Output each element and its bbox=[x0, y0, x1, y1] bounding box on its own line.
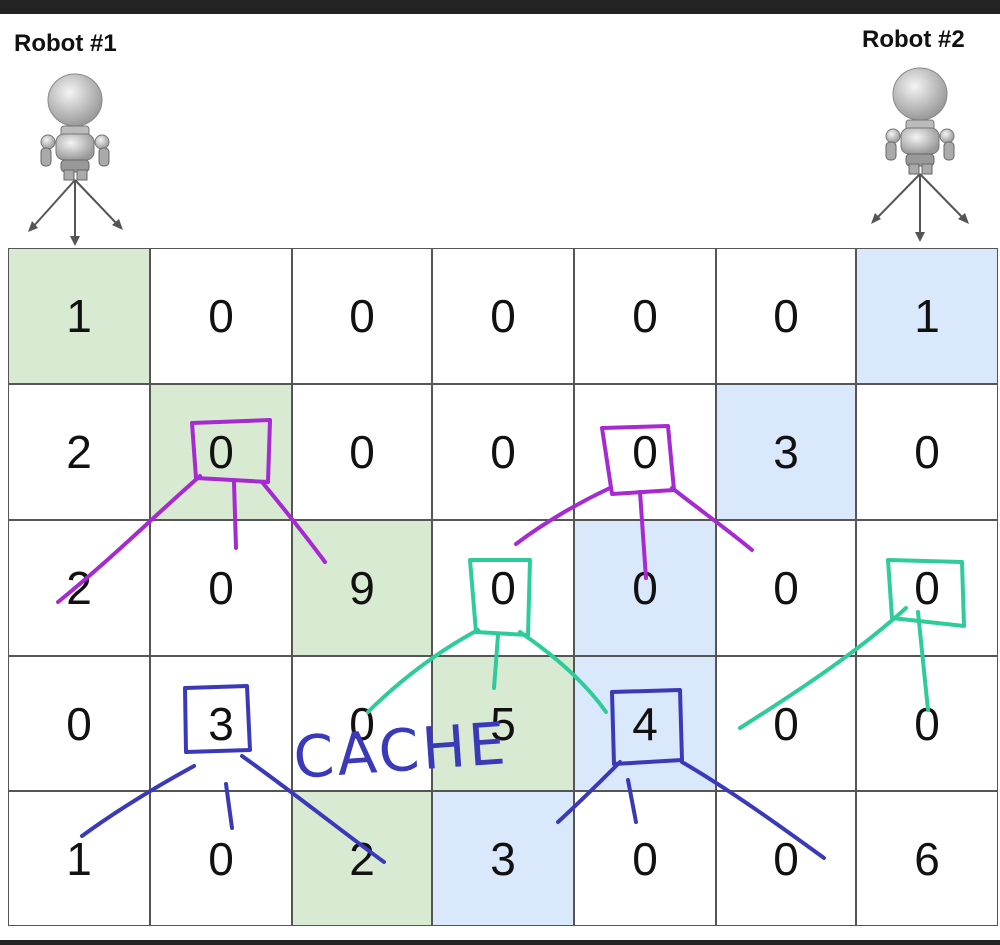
grid-cell: 0 bbox=[856, 520, 998, 656]
grid-cell: 1 bbox=[8, 791, 150, 926]
top-bar bbox=[0, 0, 1000, 14]
grid-cell: 0 bbox=[432, 248, 574, 384]
grid-cell: 0 bbox=[716, 791, 856, 926]
grid-cell: 9 bbox=[292, 520, 432, 656]
grid-cell: 6 bbox=[856, 791, 998, 926]
grid-cell: 0 bbox=[574, 248, 716, 384]
robot-2-icon bbox=[871, 67, 969, 242]
grid-cell: 0 bbox=[716, 656, 856, 791]
grid-cell: 0 bbox=[716, 520, 856, 656]
grid-cell: 3 bbox=[150, 656, 292, 791]
grid-cell: 0 bbox=[856, 384, 998, 520]
grid-cell: 0 bbox=[432, 384, 574, 520]
grid-cell: 4 bbox=[574, 656, 716, 791]
grid-cell: 0 bbox=[432, 520, 574, 656]
robot-2-label: Robot #2 bbox=[862, 26, 965, 53]
grid-cell: 1 bbox=[856, 248, 998, 384]
grid-cell: 0 bbox=[8, 656, 150, 791]
grid-cell: 0 bbox=[574, 791, 716, 926]
bottom-bar bbox=[0, 940, 1000, 945]
grid-cell: 0 bbox=[292, 384, 432, 520]
grid-cell: 2 bbox=[292, 791, 432, 926]
grid-cell: 0 bbox=[150, 791, 292, 926]
grid-cell: 3 bbox=[716, 384, 856, 520]
grid-cell: 0 bbox=[574, 520, 716, 656]
grid-cell: 0 bbox=[574, 384, 716, 520]
grid-cell: 0 bbox=[150, 520, 292, 656]
grid-cell: 0 bbox=[150, 248, 292, 384]
robot-1-label: Robot #1 bbox=[14, 30, 117, 57]
grid-cell: 0 bbox=[150, 384, 292, 520]
grid-cell: 1 bbox=[8, 248, 150, 384]
robot-1-icon bbox=[28, 73, 123, 246]
grid-cell: 0 bbox=[292, 248, 432, 384]
grid-cell: 0 bbox=[856, 656, 998, 791]
grid-cell: 2 bbox=[8, 520, 150, 656]
grid-cell: 3 bbox=[432, 791, 574, 926]
grid-cell: 2 bbox=[8, 384, 150, 520]
grid-cell: 0 bbox=[716, 248, 856, 384]
